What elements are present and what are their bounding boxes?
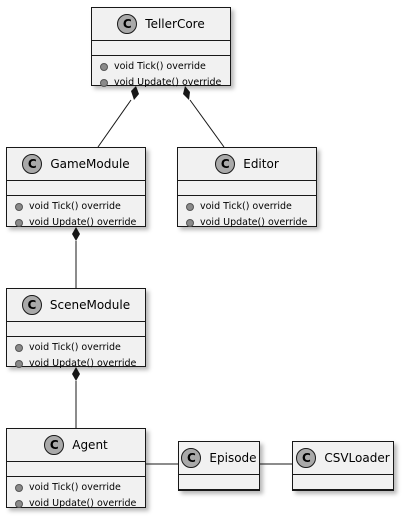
class-header: C CSVLoader	[293, 442, 393, 475]
public-method-dot-icon	[100, 63, 108, 71]
method-signature: void Update() override	[29, 498, 137, 509]
methods-section	[293, 490, 393, 504]
class-name: CSVLoader	[324, 451, 390, 465]
fields-section	[7, 462, 145, 477]
methods-section: void Tick() override void Update() overr…	[7, 196, 145, 234]
method-item: void Update() override	[15, 215, 145, 231]
class-header: C Agent	[7, 429, 145, 462]
method-signature: void Tick() override	[200, 201, 292, 212]
public-method-dot-icon	[15, 219, 23, 227]
method-signature: void Update() override	[29, 358, 137, 369]
method-item: void Tick() override	[15, 480, 145, 496]
method-item: void Update() override	[100, 75, 230, 91]
method-signature: void Tick() override	[29, 201, 121, 212]
edge-tellercore-editor	[189, 99, 225, 148]
method-signature: void Tick() override	[29, 342, 121, 353]
method-item: void Tick() override	[15, 199, 145, 215]
class-name: SceneModule	[49, 298, 131, 312]
public-method-dot-icon	[186, 203, 194, 211]
class-name: Agent	[72, 438, 108, 452]
class-agent[interactable]: C Agent void Tick() override void Update…	[6, 428, 146, 509]
fields-section	[293, 475, 393, 490]
public-method-dot-icon	[15, 360, 23, 368]
methods-section: void Tick() override void Update() overr…	[7, 337, 145, 375]
class-header: C SceneModule	[7, 289, 145, 322]
class-name: TellerCore	[145, 17, 205, 31]
class-csvloader[interactable]: C CSVLoader	[292, 441, 394, 491]
methods-section: void Tick() override void Update() overr…	[92, 56, 230, 94]
fields-section	[7, 322, 145, 337]
edge-tellercore-gamemodule	[97, 99, 132, 148]
public-method-dot-icon	[15, 203, 23, 211]
class-name: Editor	[243, 157, 279, 171]
class-tellercore[interactable]: C TellerCore void Tick() override void U…	[91, 7, 231, 88]
methods-section	[179, 490, 259, 504]
class-header: C GameModule	[7, 148, 145, 181]
public-method-dot-icon	[15, 484, 23, 492]
method-item: void Tick() override	[15, 340, 145, 356]
class-editor[interactable]: C Editor void Tick() override void Updat…	[177, 147, 317, 228]
method-signature: void Tick() override	[114, 61, 206, 72]
method-signature: void Tick() override	[29, 482, 121, 493]
public-method-dot-icon	[15, 500, 23, 508]
class-header: C TellerCore	[92, 8, 230, 41]
class-c-icon: C	[181, 448, 202, 468]
class-c-icon: C	[44, 435, 65, 455]
class-c-icon: C	[22, 154, 43, 174]
class-name: Episode	[209, 451, 257, 465]
class-c-icon: C	[21, 295, 42, 315]
class-c-icon: C	[215, 154, 236, 174]
fields-section	[178, 181, 316, 196]
public-method-dot-icon	[15, 344, 23, 352]
public-method-dot-icon	[186, 219, 194, 227]
methods-section: void Tick() override void Update() overr…	[7, 477, 145, 515]
fields-section	[179, 475, 259, 490]
method-signature: void Update() override	[114, 77, 222, 88]
method-signature: void Update() override	[200, 217, 308, 228]
fields-section	[92, 41, 230, 56]
method-item: void Tick() override	[186, 199, 316, 215]
composition-diamond	[72, 227, 80, 241]
class-header: C Editor	[178, 148, 316, 181]
composition-diamond	[183, 86, 190, 100]
class-gamemodule[interactable]: C GameModule void Tick() override void U…	[6, 147, 146, 228]
method-item: void Tick() override	[100, 59, 230, 75]
method-item: void Update() override	[15, 356, 145, 372]
method-item: void Update() override	[15, 496, 145, 512]
class-c-icon: C	[296, 448, 317, 468]
class-scenemodule[interactable]: C SceneModule void Tick() override void …	[6, 288, 146, 369]
composition-diamond	[131, 86, 139, 100]
public-method-dot-icon	[100, 79, 108, 87]
class-name: GameModule	[50, 157, 130, 171]
methods-section: void Tick() override void Update() overr…	[178, 196, 316, 234]
method-item: void Update() override	[186, 215, 316, 231]
method-signature: void Update() override	[29, 217, 137, 228]
fields-section	[7, 181, 145, 196]
composition-diamond	[72, 367, 80, 381]
class-c-icon: C	[117, 14, 138, 34]
class-header: C Episode	[179, 442, 259, 475]
class-episode[interactable]: C Episode	[178, 441, 260, 491]
